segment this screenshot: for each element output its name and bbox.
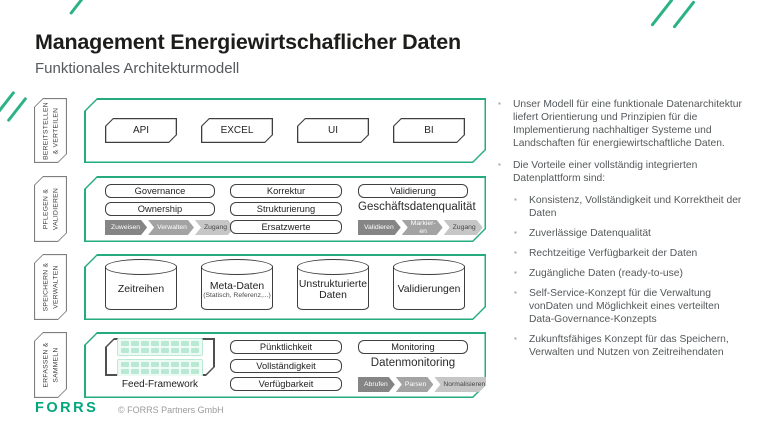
bullet-item: Konsistenz, Vollständigkeit und Korrekth…	[512, 193, 746, 220]
feed-framework-box	[105, 338, 215, 376]
box-ui: UI	[297, 118, 369, 143]
chevron-normalisieren: Normalisieren	[434, 377, 492, 392]
chevron-verwalten: Verwalten	[148, 220, 194, 235]
layer-label-erfassen: ERFASSEN & SAMMELN	[34, 332, 67, 398]
copyright-text: © FORRS Partners GmbH	[118, 405, 224, 415]
layer-label-text: ERFASSEN & SAMMELN	[41, 342, 59, 388]
bullet-item: Zuverlässige Datenqualität	[512, 226, 746, 240]
box-validierung: Validierung	[358, 184, 468, 198]
decor-slash-icon	[672, 0, 696, 29]
page-title: Management Energiewirtschaflicher Daten	[35, 30, 461, 54]
layer-label-text: SPEICHERN & VERWALTEN	[41, 262, 59, 312]
layer-label-speichern: SPEICHERN & VERWALTEN	[34, 254, 67, 320]
db-validierungen: Validierungen	[393, 266, 465, 310]
bullet-list: Unser Modell für eine funktionale Datena…	[496, 97, 746, 359]
box-bi: BI	[393, 118, 465, 143]
sidebar-text-panel: Unser Modell für eine funktionale Datena…	[496, 97, 746, 366]
db-unstrukturierte-daten: Unstrukturierte Daten	[297, 266, 369, 310]
box-api: API	[105, 118, 177, 143]
chevron-zugang: Zugang	[195, 220, 234, 235]
page-subtitle: Funktionales Architekturmodell	[35, 60, 240, 77]
bullet-item: Zukunftsfähiges Konzept für das Speicher…	[512, 332, 746, 359]
layer-label-pflegen: PFLEGEN & VALIDIEREN	[34, 176, 67, 242]
decor-slash-icon	[650, 0, 674, 27]
box-governance: Governance	[105, 184, 215, 198]
feed-framework-grid	[105, 338, 215, 376]
chevron-abrufen: Abrufen	[358, 377, 395, 392]
box-verfuegbarkeit: Verfügbarkeit	[230, 377, 342, 391]
box-monitoring: Monitoring	[358, 340, 468, 354]
bullet-item: Self-Service-Konzept für die Verwaltung …	[512, 286, 746, 326]
label-geschaeftsdatenqualitaet: Geschäftsdatenqualität	[358, 201, 476, 213]
bullet-item: Unser Modell für eine funktionale Datena…	[496, 97, 746, 150]
box-ownership: Ownership	[105, 202, 215, 216]
db-metadaten: Meta-Daten (Statisch, Referenz,...)	[201, 266, 273, 310]
bullet-item: Die Vorteile einer vollständig integrier…	[496, 158, 746, 185]
chevrons-datenqualitaet: Validieren Markier- en Zugang	[358, 220, 484, 235]
feed-framework-label: Feed-Framework	[121, 379, 199, 390]
bullet-item: Rechtzeitige Verfügbarkeit der Daten	[512, 246, 746, 260]
decor-slash-icon	[69, 0, 85, 16]
chevron-validieren: Validieren	[358, 220, 401, 235]
box-korrektur: Korrektur	[230, 184, 342, 198]
bullet-item: Zugängliche Daten (ready-to-use)	[512, 266, 746, 280]
db-zeitreihen: Zeitreihen	[105, 266, 177, 310]
layer-label-bereitstellen: BEREITSTELLEN & VERTEILEN	[34, 98, 67, 163]
layer-label-text: PFLEGEN & VALIDIEREN	[41, 187, 59, 231]
box-excel: EXCEL	[201, 118, 273, 143]
box-puenktlichkeit: Pünktlichkeit	[230, 340, 342, 354]
box-vollstaendigkeit: Vollständigkeit	[230, 359, 342, 373]
layer-container-bereitstellen: API EXCEL UI BI	[84, 98, 486, 163]
chevron-zugang: Zugang	[444, 220, 483, 235]
label-datenmonitoring: Datenmonitoring	[370, 357, 456, 369]
chevrons-ownership: Zuweisen Verwalten Zugang	[105, 220, 235, 235]
layer-container-erfassen: Feed-Framework Pünktlichkeit Vollständig…	[84, 332, 486, 398]
box-ersatzwerte: Ersatzwerte	[230, 220, 342, 234]
forrs-logo: FORRS	[35, 400, 99, 416]
chevron-zuweisen: Zuweisen	[105, 220, 147, 235]
layer-container-pflegen: Governance Ownership Zuweisen Verwalten …	[84, 176, 486, 242]
layer-label-text: BEREITSTELLEN & VERTEILEN	[41, 101, 59, 160]
chevrons-datenmonitoring: Abrufen Parsen Normalisieren	[358, 377, 493, 392]
box-strukturierung: Strukturierung	[230, 202, 342, 216]
layer-container-speichern: Zeitreihen Meta-Daten (Statisch, Referen…	[84, 254, 486, 320]
chevron-markieren: Markier- en	[402, 220, 443, 235]
chevron-parsen: Parsen	[396, 377, 434, 392]
decor-slash-icon	[6, 96, 28, 123]
